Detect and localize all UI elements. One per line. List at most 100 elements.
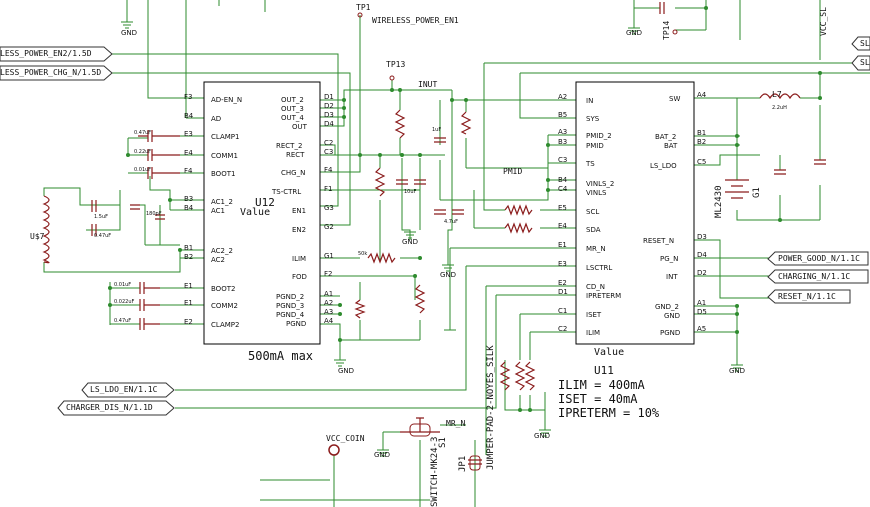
port-power-good[interactable]: POWER_GOOD_N/1.1C [778,254,860,263]
u11-pin-label: LSCTRL [586,264,613,272]
u11-pin-num: E3 [558,260,567,268]
u12-pin-label: OUT_2 [281,96,304,104]
u12-pin-num: E1 [184,282,193,290]
u12-value: Value [240,207,271,218]
u12-chip[interactable] [204,82,320,344]
u11-pin-num: E5 [558,204,567,212]
port-ls-ldo-en[interactable]: LS_LDO_EN/1.1C [90,385,158,394]
ml2430-label: ML2430 [714,185,724,218]
u12-pin-num: E1 [184,299,193,307]
port-right-top2[interactable]: SL [860,58,870,67]
res-value: 50k [358,251,368,257]
u12-pin-label: CHG_N [281,169,306,177]
switch-s1[interactable] [410,414,440,440]
u12-pin-num: B2 [184,253,194,261]
u12-pin-label: OUT_4 [281,114,304,122]
u11-pin-label: PMID [586,142,604,150]
u12-pin-num: G1 [324,252,334,260]
u12-pin-num: B3 [184,195,194,203]
u12-pin-label: BOOT2 [211,285,236,293]
u12-pin-num: A2 [324,299,334,307]
jumper-label: JUMPER-PAD-2-NOYES_SILK [486,345,496,470]
ground-symbols [121,21,743,457]
cap-value: 1uF [432,127,442,133]
u12-pin-label: OUT_3 [281,105,304,113]
u12-pin-num: D2 [324,102,334,110]
u12-pin-label: ILIM [292,255,307,263]
u11-pin-num: E2 [558,279,567,287]
u12-pin-label: PGND_2 [276,293,305,301]
u12-pin-num: F1 [324,185,333,193]
u11-value: Value [594,347,625,358]
cap-value: 0.47uF [114,318,132,324]
u11-pin-label: VINLS [586,189,607,197]
u12-pin-label: FOD [292,273,307,281]
port-right-top1[interactable]: SL [860,39,870,48]
u11-pin-label: PG_N [660,255,679,263]
u12-pin-label: OUT [292,123,307,131]
port-reset[interactable]: RESET_N/1.1C [778,292,836,301]
gnd-label: GND [440,271,457,279]
pmid-label: PMID [503,167,523,176]
u12-pin-label: CLAMP1 [211,133,240,141]
u11-pin-num: E1 [558,241,567,249]
u11-pin-label: ISET [586,311,602,319]
u11-pin-num: B5 [558,111,568,119]
jumper-jp1[interactable] [466,452,486,474]
port-charging[interactable]: CHARGING_N/1.1C [778,272,851,281]
u11-pin-num: C4 [558,185,568,193]
u11-pin-num: C5 [697,158,707,166]
tp14-label: TP14 [662,20,671,40]
mr-n-label: MR_N [446,419,466,428]
cap-value: 4.7uF [444,219,458,225]
tp1-label: TP1 [356,3,371,12]
u11-chip[interactable] [576,82,694,344]
u12-pin-num: E2 [184,318,193,326]
misc-parts [328,12,678,471]
u12-pin-num: F4 [184,167,193,175]
port-less-power-en2[interactable]: LESS_POWER_EN2/1.5D [0,49,92,58]
u12-pin-label: BOOT1 [211,170,236,178]
u11-pin-label: SW [669,95,681,103]
u11-pin-num: B2 [697,138,707,146]
u11-pin-num: D1 [558,288,568,296]
gnd-label: GND [534,432,551,440]
wireless-power-en1-label: WIRELESS_POWER_EN1 [372,16,459,25]
u37-label: U$7 [30,232,45,241]
gnd-label: GND [374,451,391,459]
u11-pin-label: BAT [664,142,678,150]
u12-pin-label: PGND_3 [276,302,305,310]
u11-pin-label: IPRETERM [586,292,622,300]
cap-value: 0.022uF [114,299,135,305]
u12-pin-num: B1 [184,244,194,252]
port-less-power-chg[interactable]: LESS_POWER_CHG_N/1.5D [0,68,102,77]
u11-name: U11 [594,364,614,377]
u11-pin-label: SYS [586,115,600,123]
cap-value: 0.01uF [114,282,132,288]
cap-value: 1.5uF [94,214,108,220]
u12-body [203,81,321,345]
u12-pin-label: EN1 [292,207,307,215]
u12-pin-label: AC1 [211,207,226,215]
u11-pin-num: C1 [558,307,568,315]
wires [43,0,870,507]
u11-pin-num: A5 [697,325,707,333]
u12-pin-label: COMM2 [211,302,238,310]
cap-value: 0.47uF [134,130,152,136]
u11-pin-label: IN [586,97,594,105]
cap-value: 180pF [146,211,162,217]
u12-pin-num: A3 [324,308,334,316]
gnd-label: GND [402,238,419,246]
u11-pin-label: TS [586,160,595,168]
cap-value: 0.01uF [134,167,152,173]
u11-pin-label: INT [666,273,678,281]
u12-pin-num: F2 [324,270,333,278]
cap-value: 0.47uF [94,233,112,239]
u11-pin-num: C3 [558,156,568,164]
port-shapes [0,36,870,416]
port-charger-dis[interactable]: CHARGER_DIS_N/1.1D [66,403,153,412]
junctions [108,6,822,412]
u12-note: 500mA max [248,349,314,363]
u11-pin-num: D3 [697,233,707,241]
